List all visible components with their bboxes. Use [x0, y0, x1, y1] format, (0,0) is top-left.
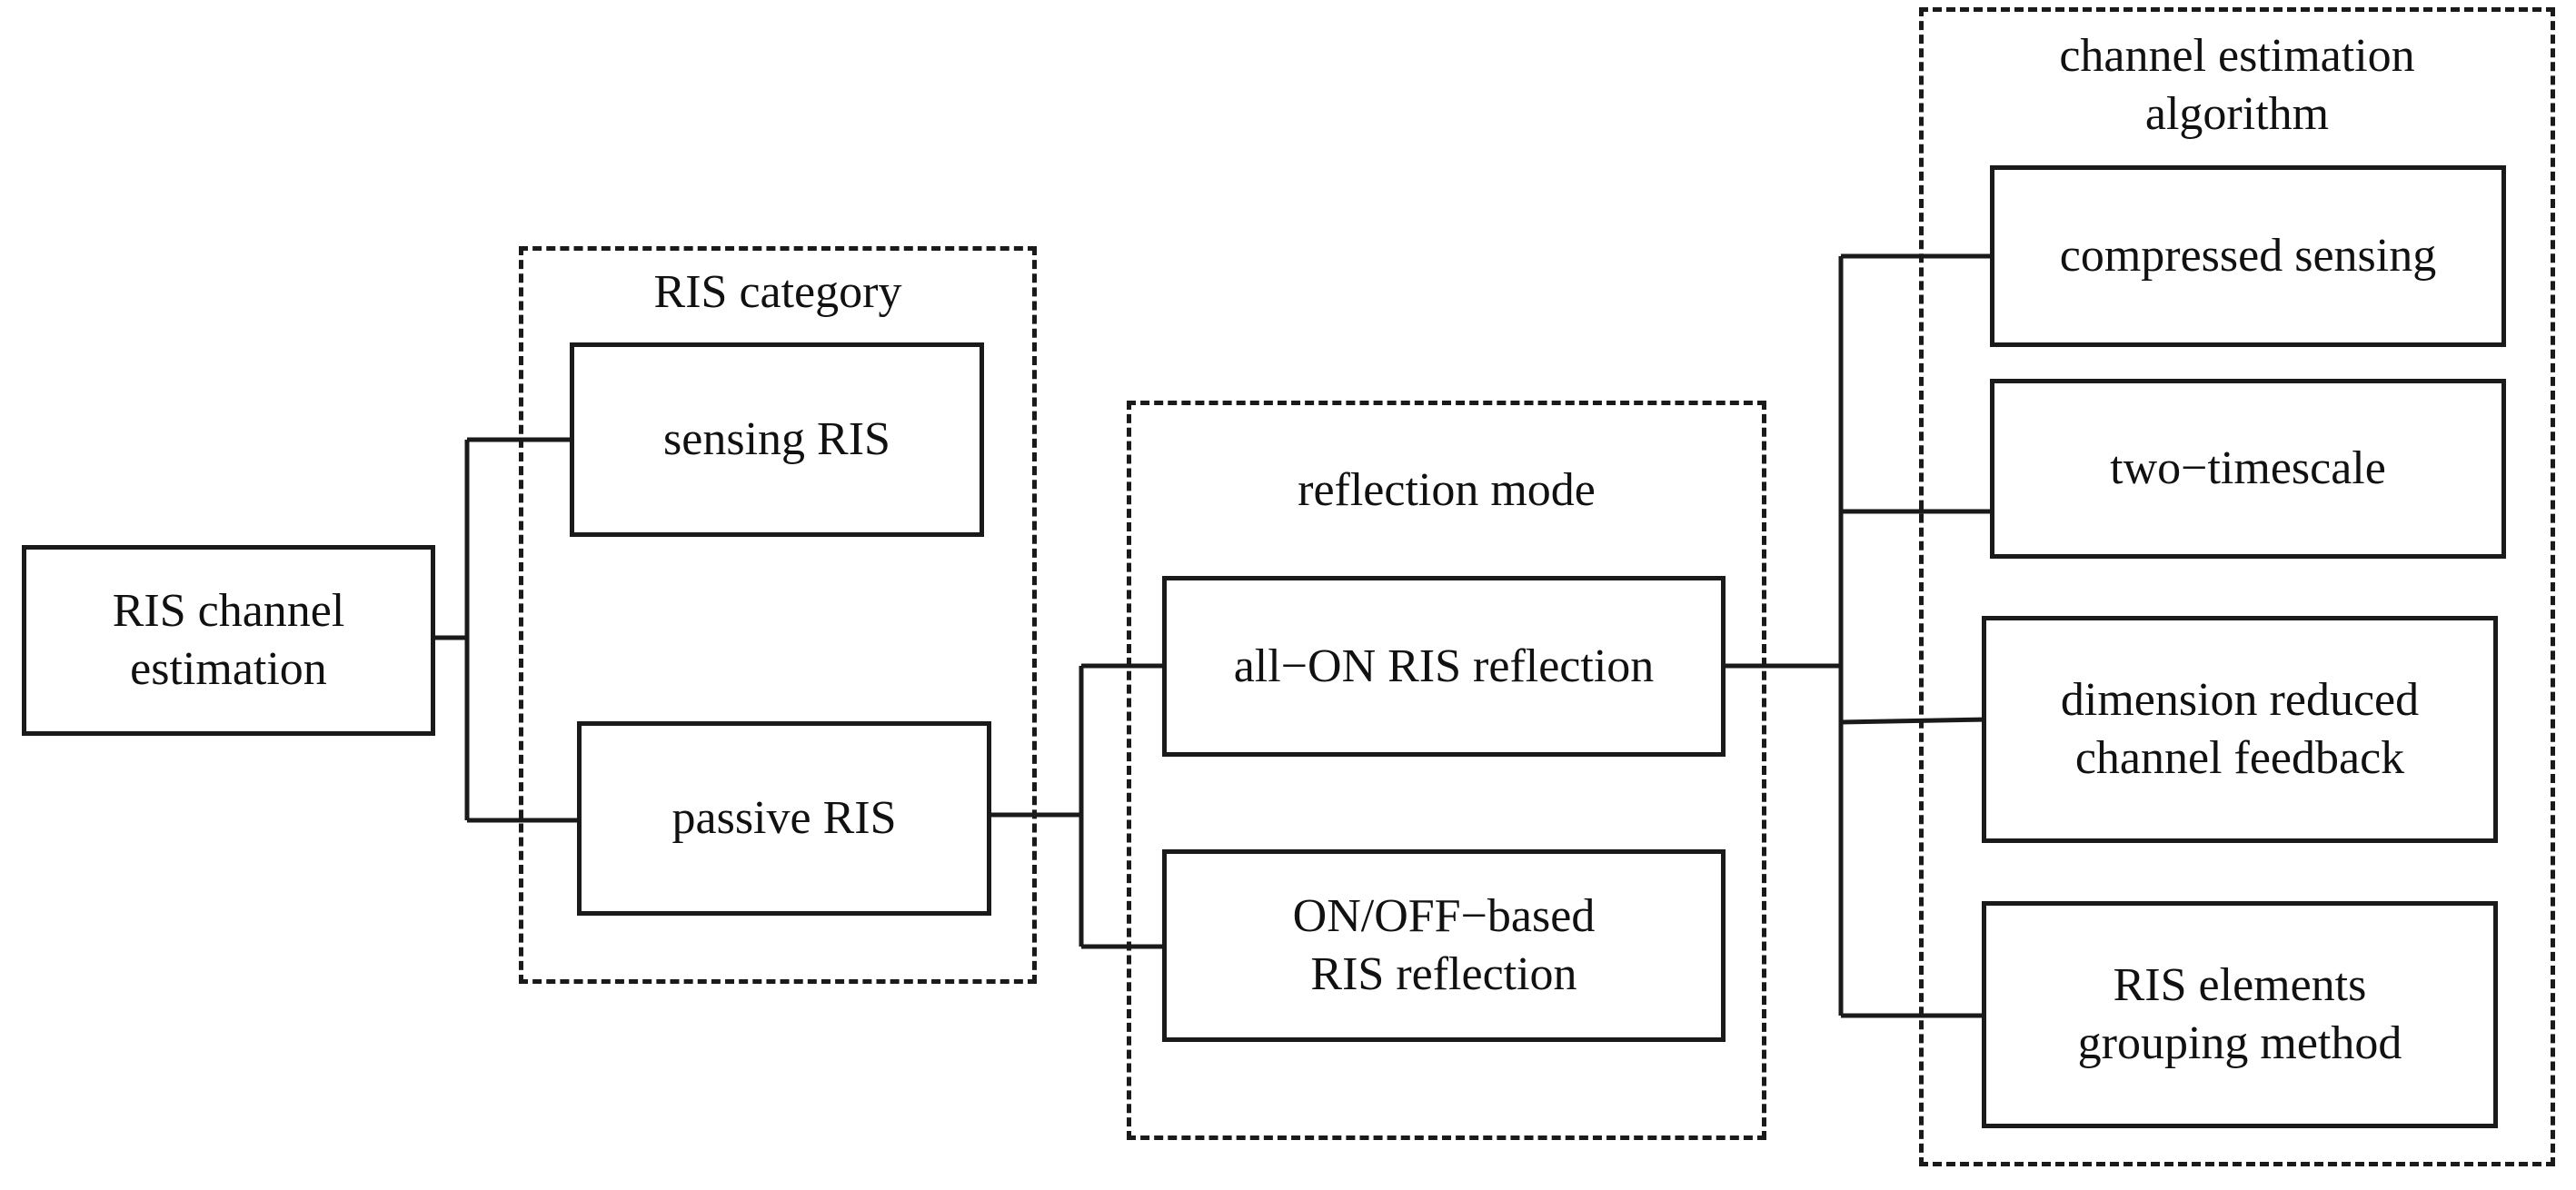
node-dimension-reduced-channel-feedback: dimension reduced channel feedback	[1982, 616, 2498, 843]
grouping-method-line2: grouping method	[2077, 1017, 2402, 1069]
reflection-mode-title: reflection mode	[1298, 464, 1596, 516]
group-title-channel-estimation-algorithm: channel estimation algorithm	[1919, 27, 2555, 144]
algorithm-title-line1: channel estimation	[2059, 30, 2415, 82]
node-ris-elements-grouping-method: RIS elements grouping method	[1982, 901, 2498, 1128]
passive-ris-label: passive RIS	[671, 792, 897, 844]
group-reflection-mode	[1127, 401, 1766, 1140]
node-ris-channel-estimation: RIS channel estimation	[22, 545, 435, 736]
two-timescale-label: two−timescale	[2110, 442, 2386, 494]
node-two-timescale: two−timescale	[1990, 379, 2506, 559]
node-sensing-ris: sensing RIS	[570, 342, 984, 537]
group-channel-estimation-algorithm	[1919, 7, 2555, 1166]
all-on-ris-reflection-label: all−ON RIS reflection	[1233, 640, 1655, 692]
node-on-off-ris-reflection: ON/OFF−based RIS reflection	[1162, 849, 1726, 1042]
node-compressed-sensing: compressed sensing	[1990, 165, 2506, 347]
dimension-reduced-line2: channel feedback	[2074, 732, 2405, 784]
group-title-ris-category: RIS category	[519, 263, 1037, 322]
on-off-ris-reflection-line2: RIS reflection	[1310, 948, 1577, 1000]
node-all-on-ris-reflection: all−ON RIS reflection	[1162, 576, 1726, 757]
ris-category-title: RIS category	[653, 266, 902, 318]
algorithm-title-line2: algorithm	[2144, 88, 2330, 140]
ris-channel-estimation-line2: estimation	[130, 643, 327, 695]
group-ris-category	[519, 246, 1037, 984]
ris-channel-estimation-line1: RIS channel	[112, 585, 345, 637]
grouping-method-line1: RIS elements	[2113, 959, 2367, 1011]
sensing-ris-label: sensing RIS	[663, 413, 890, 465]
compressed-sensing-label: compressed sensing	[2059, 230, 2437, 282]
connector-to-dimension-reduced	[1840, 717, 1989, 725]
group-title-reflection-mode: reflection mode	[1127, 461, 1766, 520]
dimension-reduced-line1: dimension reduced	[2060, 674, 2420, 726]
on-off-ris-reflection-line1: ON/OFF−based	[1292, 890, 1596, 942]
node-passive-ris: passive RIS	[577, 721, 991, 916]
